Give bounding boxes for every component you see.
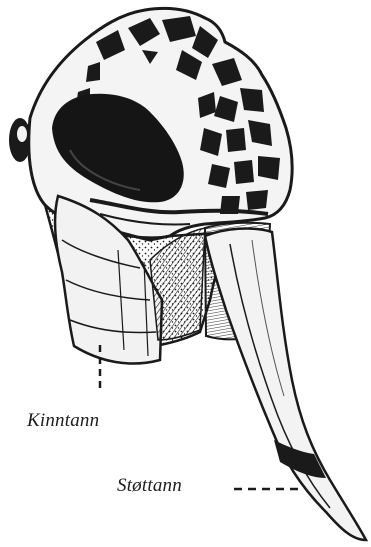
tusk [205, 229, 366, 540]
molar-label: Kinntann [27, 410, 99, 432]
tusk-label: Støttann [117, 475, 182, 497]
